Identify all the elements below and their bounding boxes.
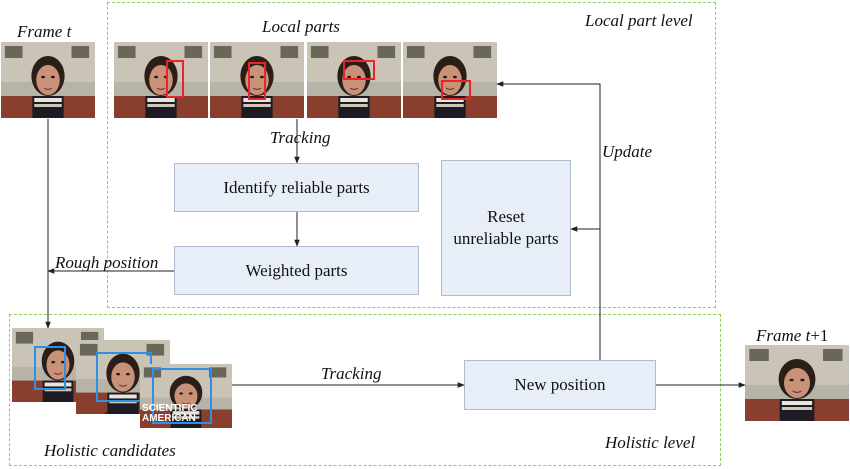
update-label: Update <box>602 142 653 161</box>
local-part-photo-4 <box>403 42 497 118</box>
magazine-title: SCIENTIFIC AMERICAN <box>142 403 198 424</box>
reset-unreliable-parts-box: Reset unreliable parts <box>441 160 571 296</box>
arrow-update <box>496 81 601 360</box>
face-photo-image <box>745 345 849 421</box>
weighted-parts-box: Weighted parts <box>174 246 419 295</box>
holistic-level-label: Holistic level <box>605 433 696 452</box>
frame-t-label: Frame t <box>17 22 72 41</box>
part-box-red <box>248 62 266 100</box>
local-part-level-region <box>107 2 716 308</box>
new-position-label: New position <box>514 375 606 394</box>
reset-label-line2: unreliable parts <box>453 229 559 248</box>
tracking-bottom-label: Tracking <box>321 364 382 383</box>
reset-label-line1: Reset <box>487 207 525 226</box>
local-parts-label: Local parts <box>262 17 340 36</box>
part-box-red <box>441 80 471 100</box>
holistic-candidate-photo-3: SCIENTIFIC AMERICAN <box>140 364 232 428</box>
candidate-box-blue <box>152 368 212 424</box>
rough-position-label: Rough position <box>55 253 159 272</box>
weighted-label: Weighted parts <box>245 260 348 280</box>
candidates-ellipsis: ... <box>104 402 116 418</box>
frame-t1-label: Frame t+1 <box>756 326 829 345</box>
face-photo-image <box>1 42 95 118</box>
part-box-red <box>343 60 375 80</box>
local-part-level-label: Local part level <box>585 11 693 30</box>
identify-reliable-parts-box: Identify reliable parts <box>174 163 419 212</box>
candidate-box-blue <box>34 346 66 390</box>
frame-t1-photo <box>745 345 849 421</box>
local-part-photo-3 <box>307 42 401 118</box>
face-photo-image <box>140 364 232 428</box>
frame-t-photo <box>1 42 95 118</box>
tracking-top-label: Tracking <box>270 128 331 147</box>
identify-label: Identify reliable parts <box>223 177 370 197</box>
part-box-red <box>166 60 184 98</box>
new-position-box: New position <box>464 360 656 410</box>
holistic-candidates-label: Holistic candidates <box>44 441 176 460</box>
holistic-level-region <box>9 314 721 466</box>
local-part-photo-1 <box>114 42 208 118</box>
local-part-photo-2 <box>210 42 304 118</box>
face-photo-image <box>307 42 401 118</box>
